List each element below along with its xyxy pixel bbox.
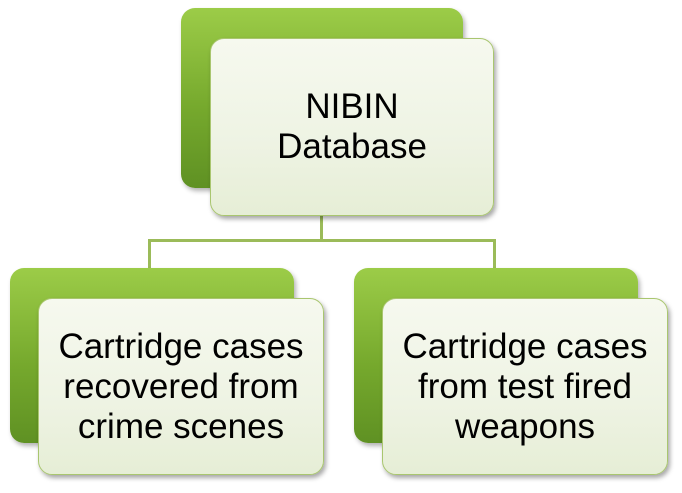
left-node-label: Cartridge cases recovered from crime sce… xyxy=(58,326,304,446)
right-node: Cartridge cases from test fired weapons xyxy=(382,298,668,475)
connector-left-down xyxy=(148,239,151,269)
left-node: Cartridge cases recovered from crime sce… xyxy=(38,298,324,475)
connector-root-down xyxy=(320,214,323,241)
root-node-label: NIBIN Database xyxy=(277,87,427,166)
connector-horizontal xyxy=(148,239,496,242)
right-node-label: Cartridge cases from test fired weapons xyxy=(402,326,648,446)
connector-right-down xyxy=(493,239,496,269)
root-node: NIBIN Database xyxy=(210,38,494,216)
